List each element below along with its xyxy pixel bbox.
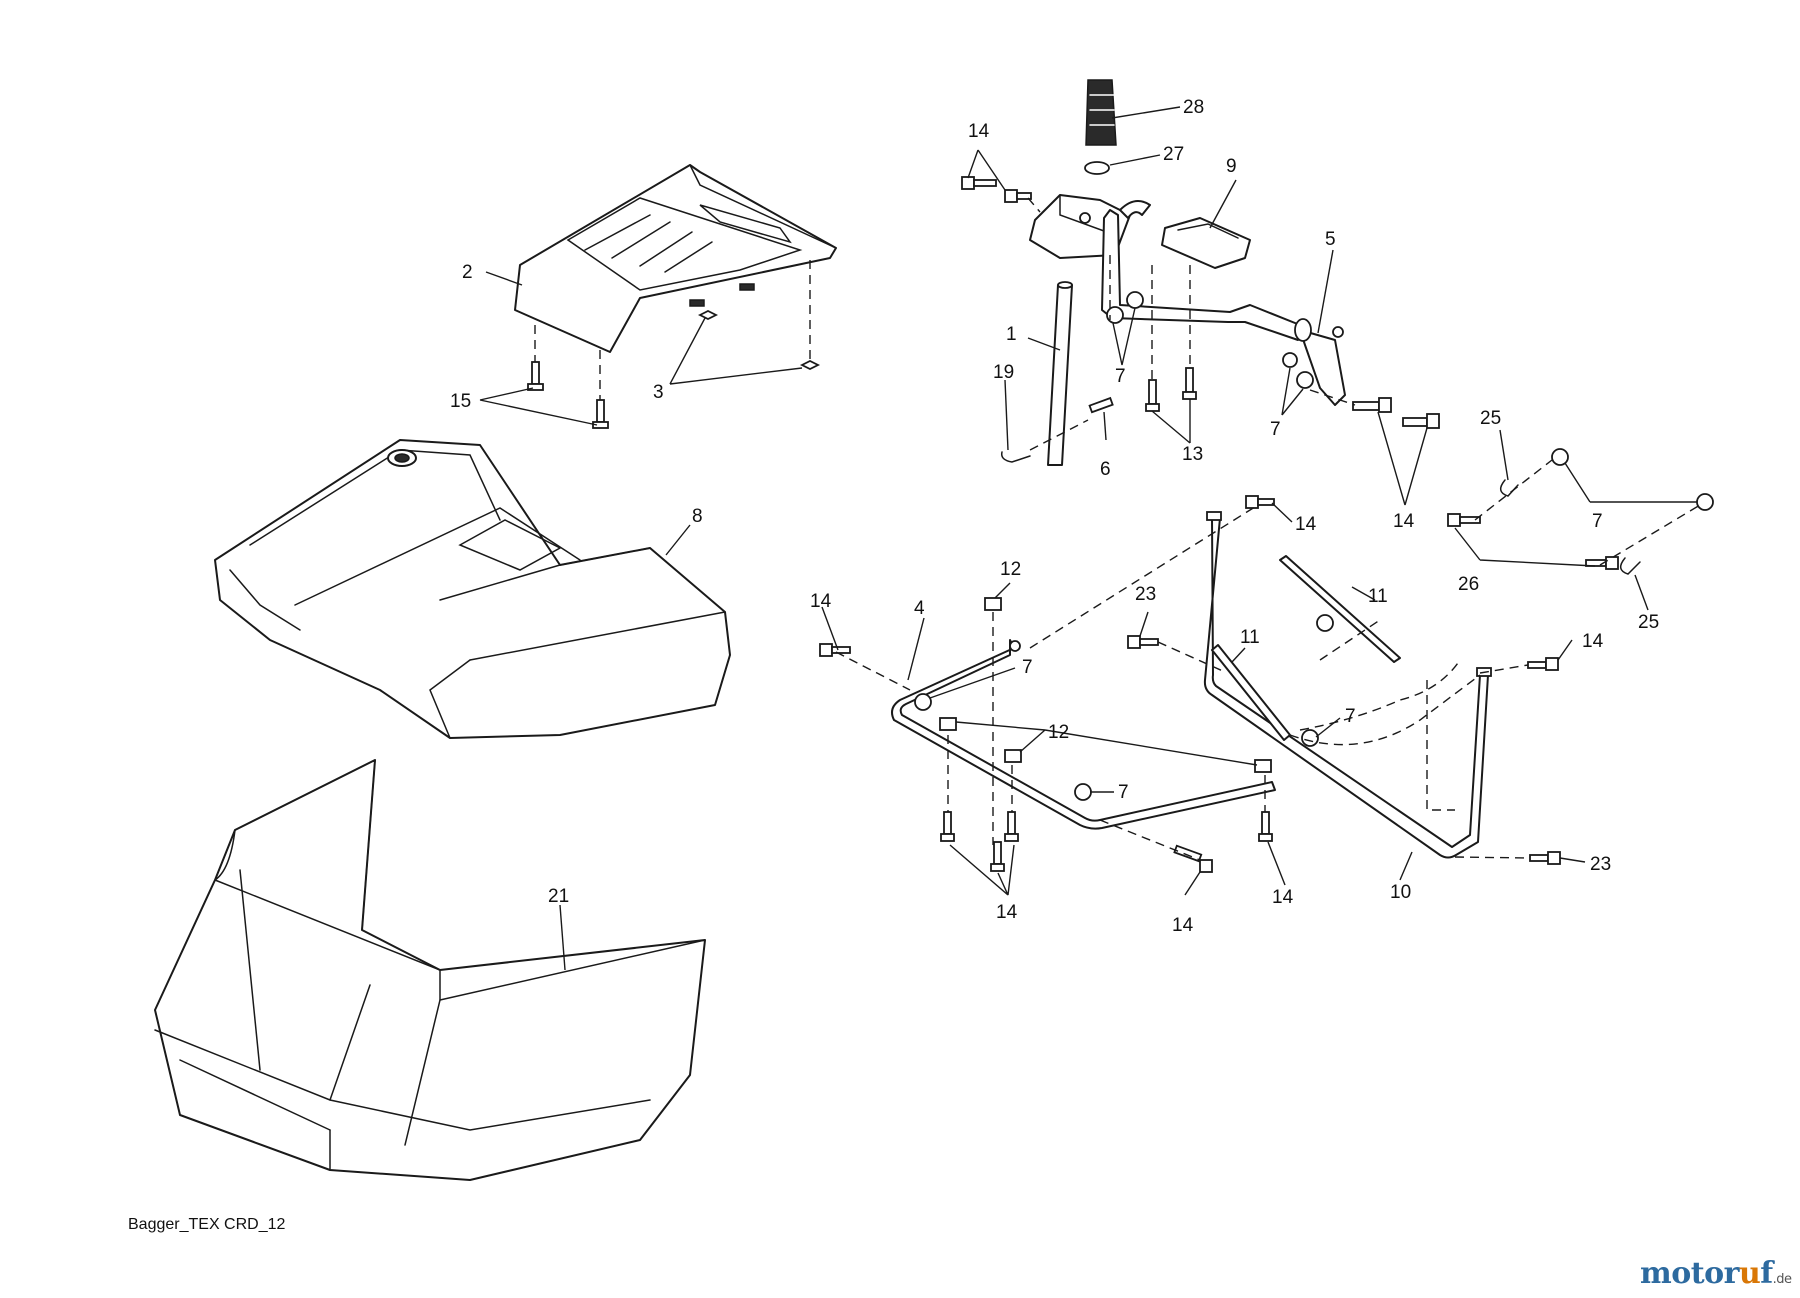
callout-12-a: 12 (1000, 559, 1021, 580)
callout-26: 26 (1458, 574, 1479, 595)
callout-6: 6 (1100, 459, 1111, 480)
callout-23-a: 23 (1135, 584, 1156, 605)
callout-8: 8 (692, 506, 703, 527)
brand-accent: u (1738, 1256, 1761, 1291)
part-21-grass-bag (154, 759, 706, 1181)
callout-14-c: 14 (1295, 514, 1317, 535)
callout-23-b: 23 (1590, 854, 1611, 875)
part-11-struts (1211, 555, 1401, 741)
part-13-bolts (1145, 367, 1197, 412)
callout-1: 1 (1006, 324, 1017, 345)
brand-name: motor (1640, 1256, 1739, 1291)
callout-labels: 28 27 14 9 5 2 3 15 1 19 6 7 13 7 14 25 … (450, 97, 1659, 936)
callout-28: 28 (1183, 97, 1204, 118)
part-14-bolts-upper (961, 176, 1440, 429)
callout-7-b: 7 (1270, 419, 1281, 440)
part-4-frame-left (891, 639, 1276, 830)
part-1-tube (1047, 281, 1073, 466)
part-14-bolts-lower (819, 495, 1559, 873)
callout-25-b: 25 (1638, 612, 1659, 633)
callout-14-g: 14 (1172, 915, 1194, 936)
part-28-grip (1085, 79, 1117, 146)
callout-9: 9 (1226, 156, 1237, 177)
callout-4: 4 (914, 598, 925, 619)
callout-12-b: 12 (1048, 722, 1069, 743)
callout-21: 21 (548, 886, 569, 907)
part-26-bolts (1447, 513, 1619, 570)
callout-19: 19 (993, 362, 1014, 383)
part-8-hood (214, 439, 731, 739)
callout-14-e: 14 (810, 591, 832, 612)
callout-14-f: 14 (996, 902, 1018, 923)
part-25-clips (1499, 479, 1641, 575)
callout-11-b: 11 (1240, 627, 1260, 648)
diagram-caption: Bagger_TEX CRD_12 (128, 1216, 286, 1233)
callout-14-d: 14 (1582, 631, 1604, 652)
part-3-nuts (697, 309, 821, 371)
callout-13: 13 (1182, 444, 1203, 465)
part-19-clip (1000, 451, 1031, 463)
leader-lines (479, 106, 1697, 971)
callout-15: 15 (450, 391, 471, 412)
callout-2: 2 (462, 262, 473, 283)
part-2-top-cover (514, 164, 837, 353)
part-27-washer (1084, 161, 1110, 175)
callout-10: 10 (1390, 882, 1411, 903)
callout-7-c: 7 (1592, 511, 1603, 532)
brand-logo[interactable]: motoruf.de (1640, 1256, 1792, 1291)
callout-7-f: 7 (1118, 782, 1129, 803)
callout-3: 3 (653, 382, 664, 403)
callout-27: 27 (1163, 144, 1184, 165)
callout-14-top: 14 (968, 121, 990, 142)
part-6-pin (1088, 396, 1114, 414)
part-9-lever-assembly (1029, 194, 1301, 341)
callout-5: 5 (1325, 229, 1336, 250)
part-5-pedal-bracket (1294, 318, 1346, 406)
callout-14-b: 14 (1393, 511, 1415, 532)
callout-7-a: 7 (1115, 366, 1126, 387)
callout-11-a: 11 (1368, 586, 1388, 607)
part-12-nuts (939, 597, 1272, 773)
part-7-nuts-upper (1106, 291, 1314, 389)
callout-7-d: 7 (1022, 657, 1033, 678)
brand-tld: .de (1772, 1272, 1792, 1287)
brand-tail: f (1760, 1256, 1773, 1291)
callout-25-a: 25 (1480, 408, 1501, 429)
callout-7-e: 7 (1345, 706, 1356, 727)
part-7-nuts-lower (914, 448, 1714, 801)
